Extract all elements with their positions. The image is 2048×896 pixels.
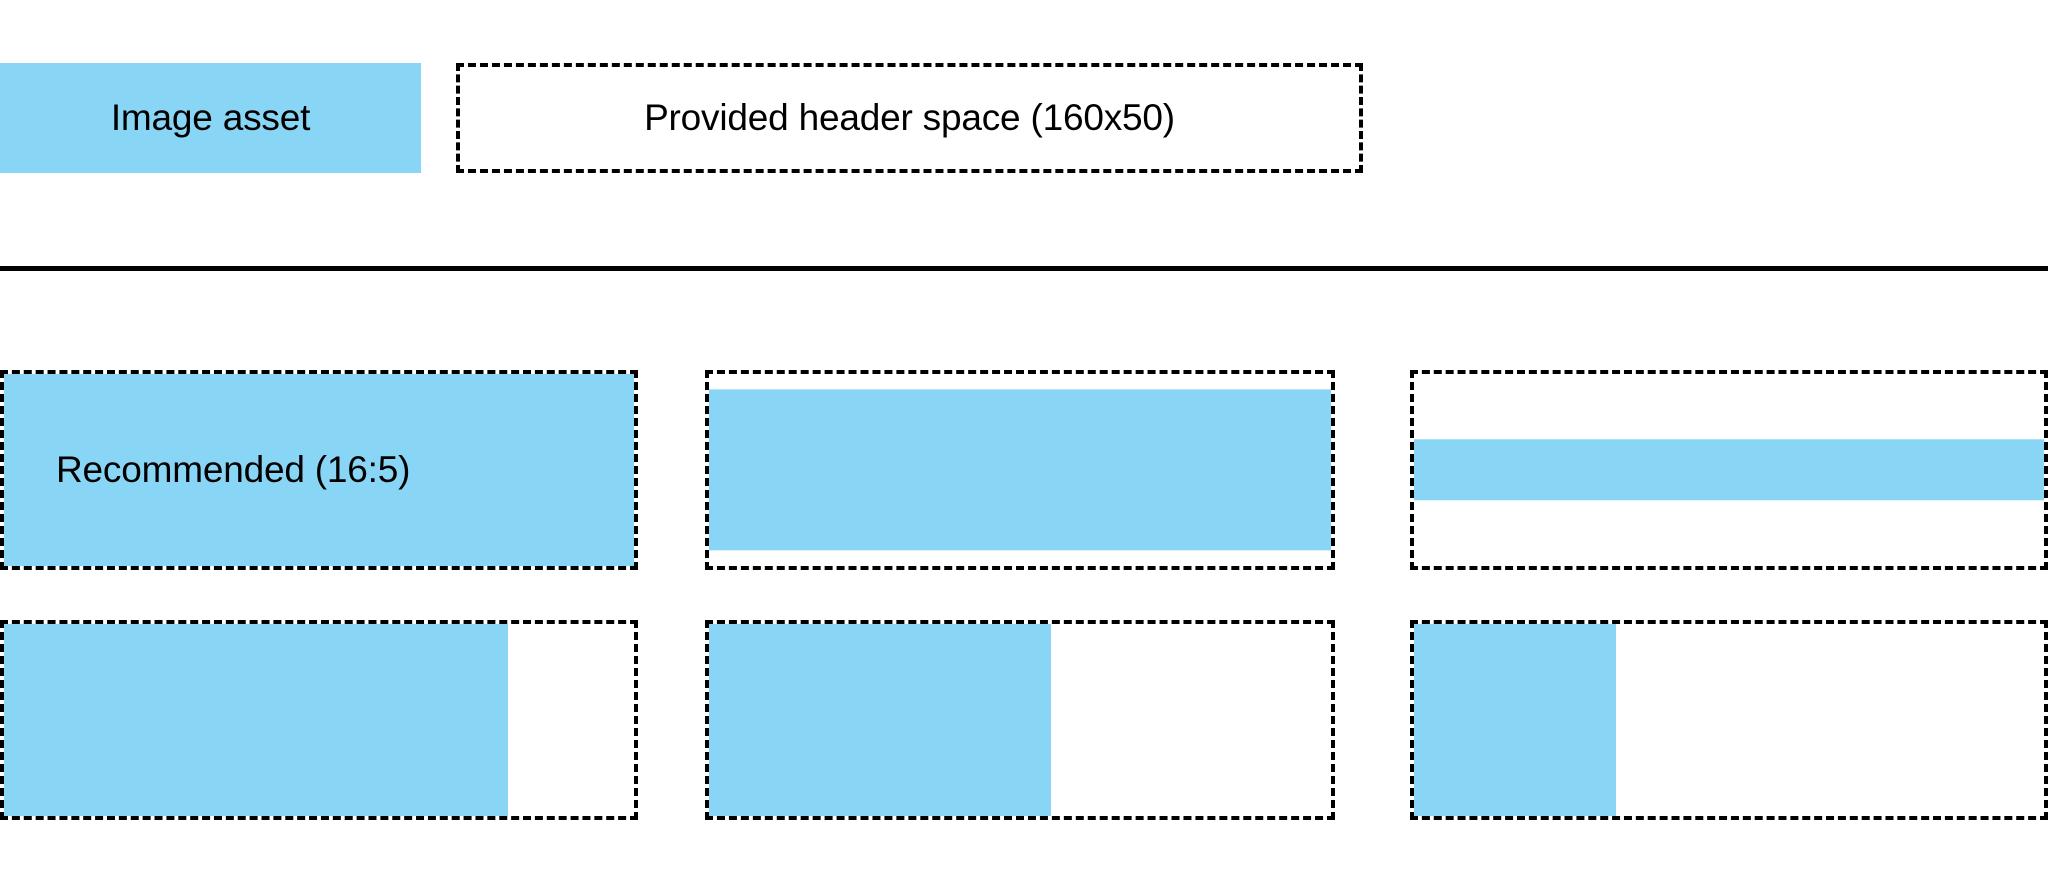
section-divider (0, 266, 2048, 271)
ratio-cell (1410, 370, 2048, 570)
provided-header-space-box: Provided header space (160x50) (456, 63, 1363, 173)
provided-header-space-label: Provided header space (160x50) (644, 97, 1175, 138)
image-asset-swatch: Image asset (0, 63, 421, 173)
ratio-cell (705, 370, 1335, 570)
ratio-cell (1410, 620, 2048, 820)
ratio-grid-row (0, 620, 2048, 820)
ratio-cell (0, 620, 638, 820)
ratio-cell: Recommended (16:5) (0, 370, 638, 570)
asset-fill (709, 624, 1052, 816)
ratio-cell (705, 620, 1335, 820)
asset-fill (1414, 624, 1616, 816)
asset-fill (709, 389, 1331, 551)
image-asset-label: Image asset (110, 97, 311, 138)
asset-fill (1414, 439, 2044, 501)
header-row: Image asset Provided header space (160x5… (0, 63, 2048, 173)
asset-fill (4, 624, 508, 816)
ratio-grid: Recommended (16:5) (0, 370, 2048, 840)
ratio-grid-row: Recommended (16:5) (0, 370, 2048, 570)
asset-fill (4, 374, 634, 566)
ratio-cell-label: Recommended (16:5) (56, 449, 411, 490)
